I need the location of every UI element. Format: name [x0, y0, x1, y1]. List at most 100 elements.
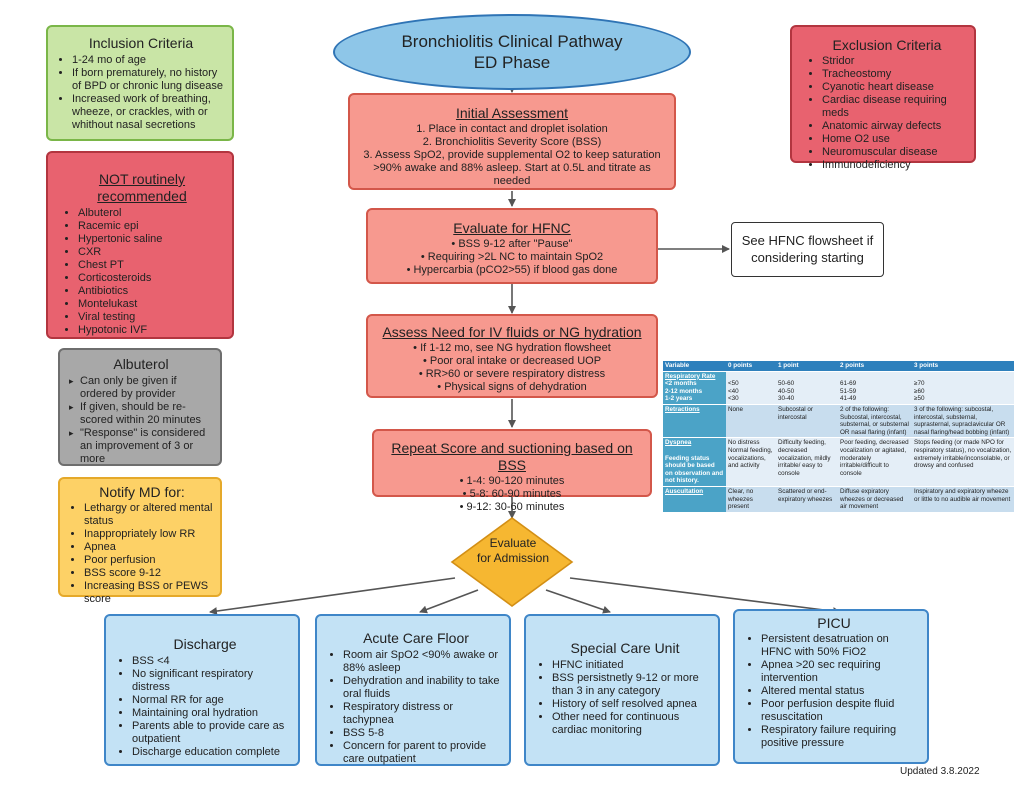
list-item: Cardiac disease requiring meds — [822, 94, 968, 120]
acute-care-box: Acute Care Floor Room air SpO2 <90% awak… — [315, 614, 511, 766]
list-item: Concern for parent to provide care outpa… — [343, 740, 503, 766]
list-item: Can only be given if ordered by provider — [69, 375, 214, 401]
arrow-decision-to-acute — [419, 589, 479, 614]
list-item: Increasing BSS or PEWS score — [84, 580, 214, 606]
list-item: History of self resolved apnea — [552, 698, 712, 711]
acute-care-title: Acute Care Floor — [363, 630, 469, 646]
special-care-box: Special Care Unit HFNC initiated BSS per… — [524, 614, 720, 766]
list-item: Dehydration and inability to take oral f… — [343, 675, 503, 701]
special-care-title: Special Care Unit — [570, 640, 680, 656]
initial-assessment-title: Initial Assessment — [455, 105, 569, 121]
table-header-cell: Variable — [663, 361, 726, 372]
table-row: Respiratory Rate <2 months 2-12 months 1… — [663, 371, 1014, 405]
list-item: BSS <4 — [132, 655, 292, 668]
list-item: Neuromuscular disease — [822, 146, 968, 159]
table-cell: None — [726, 404, 776, 439]
cell-text: 51-59 — [840, 387, 857, 395]
inclusion-criteria-box: Inclusion Criteria 1-24 mo of age If bor… — [46, 25, 234, 141]
table-row: Dyspnea Feeding status should be based o… — [663, 437, 1014, 487]
dyspnea-sublabel: Feeding status — [665, 454, 710, 462]
list-item: If born prematurely, no history of BPD o… — [72, 67, 224, 93]
pathway-title: Bronchiolitis Clinical Pathway ED Phase — [333, 14, 691, 90]
notify-md-box: Notify MD for: Lethargy or altered menta… — [58, 477, 222, 605]
cell-text: <40 — [728, 387, 739, 395]
list-item: CXR — [78, 246, 224, 259]
list-item: Physical signs of dehydration — [374, 381, 650, 394]
list-item: Anatomic airway defects — [822, 120, 968, 133]
list-item: Increased work of breathing, wheeze, or … — [72, 93, 224, 132]
notify-md-list: Lethargy or altered mental status Inappr… — [70, 502, 214, 606]
list-item: If given, should be re-scored within 20 … — [69, 401, 214, 427]
list-item: 9-12: 30-60 minutes — [380, 501, 644, 514]
list-item: Antibiotics — [78, 285, 224, 298]
table-header-cell: 0 points — [726, 361, 776, 372]
inclusion-criteria-title: Inclusion Criteria — [88, 35, 194, 51]
iv-fluids-box: Assess Need for IV fluids or NG hydratio… — [366, 314, 658, 398]
table-cell: ≥70≥60≥50 — [912, 371, 1014, 405]
list-item: BSS persistnetly 9-12 or more than 3 in … — [552, 672, 712, 698]
table-cell: Diffuse expiratory wheezes or decreased … — [838, 486, 912, 513]
picu-box: PICU Persistent desatruation on HFNC wit… — [733, 609, 929, 764]
arrow-decision-to-discharge — [209, 577, 456, 615]
list-item: Requiring >2L NC to maintain SpO2 — [374, 251, 650, 264]
table-header-cell: 3 points — [912, 361, 1014, 372]
evaluate-hfnc-box: Evaluate for HFNC BSS 9-12 after "Pause"… — [366, 208, 658, 284]
list-item: No significant respiratory distress — [132, 668, 292, 694]
table-header-cell: 2 points — [838, 361, 912, 372]
table-cell: Scattered or end-expiratory wheezes — [776, 486, 838, 513]
table-row: Variable 0 points 1 point 2 points 3 poi… — [663, 361, 1014, 372]
decision-label-line2: for Admission — [476, 551, 550, 565]
list-item: Corticosteroids — [78, 272, 224, 285]
table-label-cell: Dyspnea Feeding status should be based o… — [663, 437, 726, 487]
evaluate-hfnc-title: Evaluate for HFNC — [453, 220, 571, 236]
cell-text: 40-50 — [778, 387, 795, 395]
initial-step-1: 1. Place in contact and droplet isolatio… — [416, 123, 608, 135]
iv-fluids-title: Assess Need for IV fluids or NG hydratio… — [382, 324, 642, 340]
table-cell: Poor feeding, decreased vocalization or … — [838, 437, 912, 487]
repeat-score-box: Repeat Score and suctioning based on BSS… — [372, 429, 652, 513]
table-cell: <50<40<30 — [726, 371, 776, 405]
list-item: Cyanotic heart disease — [822, 81, 968, 94]
pathway-title-line1: Bronchiolitis Clinical Pathway — [401, 32, 623, 51]
list-item: Chest PT — [78, 259, 224, 272]
bss-score-table: Variable 0 points 1 point 2 points 3 poi… — [663, 361, 1014, 513]
list-item: Other need for continuous cardiac monito… — [552, 711, 712, 737]
cell-text: 61-69 — [840, 380, 857, 388]
list-item: BSS score 9-12 — [84, 567, 214, 580]
cell-text: 30-40 — [778, 395, 795, 403]
hfnc-flowsheet-note: See HFNC flowsheet if considering starti… — [731, 222, 884, 277]
list-item: Hypotonic IVF — [78, 324, 224, 337]
rr-label: Respiratory Rate — [665, 372, 716, 380]
auscultation-label: Auscultation — [665, 487, 704, 495]
cell-text: 41-49 — [840, 395, 857, 403]
arrow-decision-to-picu — [569, 577, 841, 616]
table-label-cell: Retractions — [663, 404, 726, 439]
list-item: BSS 5-8 — [343, 727, 503, 740]
arrow-decision-to-special — [545, 589, 611, 614]
list-item: Apnea >20 sec requiring intervention — [761, 659, 921, 685]
list-item: Hypercarbia (pCO2>55) if blood gas done — [374, 264, 650, 277]
list-item: Normal RR for age — [132, 694, 292, 707]
list-item: Tracheostomy — [822, 68, 968, 81]
initial-step-3: 3. Assess SpO2, provide supplemental O2 … — [363, 149, 661, 187]
inclusion-criteria-list: 1-24 mo of age If born prematurely, no h… — [58, 54, 224, 132]
table-label-cell: Respiratory Rate <2 months 2-12 months 1… — [663, 371, 726, 405]
cell-text: ≥50 — [914, 395, 925, 403]
list-item: Inappropriately low RR — [84, 528, 214, 541]
rr-age-label: 1-2 years — [665, 395, 693, 403]
dyspnea-label: Dyspnea — [665, 439, 692, 447]
list-item: Lethargy or altered mental status — [84, 502, 214, 528]
list-item: Immunodeficiency — [822, 159, 968, 172]
not-recommended-list: Albuterol Racemic epi Hypertonic saline … — [60, 207, 224, 337]
rr-age-label: <2 months — [665, 380, 697, 388]
dyspnea-sublabel-note: should be based on observation and not h… — [665, 462, 724, 485]
table-row: Retractions None Subcostal or intercosta… — [663, 404, 1014, 439]
notify-md-title: Notify MD for: — [99, 484, 185, 500]
list-item: Respiratory failure requiring positive p… — [761, 724, 921, 750]
acute-care-list: Room air SpO2 <90% awake or 88% asleep D… — [329, 649, 503, 766]
cell-text: <50 — [728, 380, 739, 388]
cell-text: <30 — [728, 395, 739, 403]
not-recommended-box: NOT routinely recommended Albuterol Race… — [46, 151, 234, 339]
albuterol-list: Can only be given if ordered by provider… — [68, 375, 214, 466]
